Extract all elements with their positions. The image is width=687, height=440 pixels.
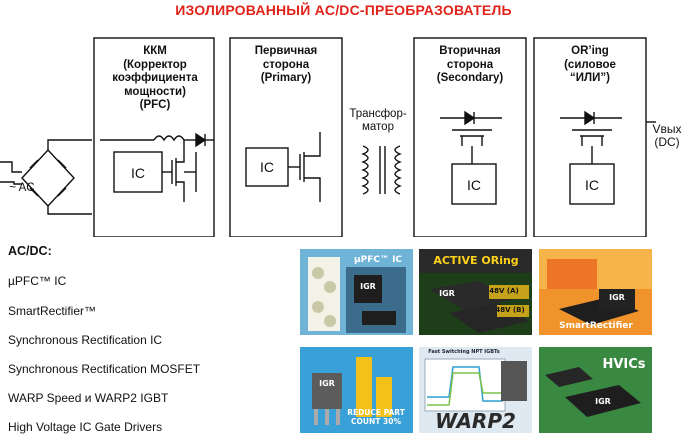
secondary-block-title: Вторичная сторона (Secondary)	[436, 45, 504, 84]
list-title: AC/DC:	[8, 244, 52, 258]
tile-hvics-logo: IGR	[595, 397, 611, 406]
pfc-ic-label: IC	[131, 165, 145, 181]
transformer-label: Трансфор- матор	[349, 108, 407, 133]
primary-block-title: Первичная сторона (Primary)	[254, 45, 318, 84]
circuit-diagram	[0, 37, 656, 237]
tile-48vb-label: 48V (B)	[495, 306, 525, 314]
oring-block-title: OR’ing (силовое “ИЛИ”)	[564, 45, 616, 84]
tile-oring-logo: IGR	[439, 289, 455, 298]
tile-upfc-logo: IGR	[360, 282, 376, 291]
page-title: ИЗОЛИРОВАННЫЙ AC/DC-ПРЕОБРАЗОВАТЕЛЬ	[175, 2, 512, 18]
tile-upfc-caption: µPFC™ IC	[353, 255, 403, 265]
tile-smartrectifier-image: IGR SmartRectifier	[539, 249, 652, 335]
tile-48va-label: 48V (A)	[489, 287, 519, 295]
tile-smartrectifier-logo: IGR	[609, 293, 625, 302]
tile-reduce-logo: IGR	[319, 379, 335, 388]
tile-active-oring-image: ACTIVE ORing 48V (A) 48V (B) IGR	[419, 249, 532, 335]
ac-label: ~ AC	[9, 182, 35, 194]
product-smartrectifier: SmartRectifier™	[8, 304, 97, 318]
product-sync-rect-ic: Synchronous Rectification IC	[8, 333, 163, 347]
tile-active-oring-caption: ACTIVE ORing	[433, 254, 519, 267]
product-upfc: µPFC™ IC	[8, 274, 67, 288]
tile-reduce-caption: REDUCE PART COUNT 30%	[347, 408, 405, 426]
tile-warp2-logo: WARP2	[435, 409, 516, 433]
primary-ic-label: IC	[260, 159, 274, 175]
product-hv-gate-drivers: High Voltage IC Gate Drivers	[8, 420, 163, 434]
tile-warp-caption: Fast Switching NPT IGBTs	[428, 349, 500, 355]
tile-reduce-image: IGR REDUCE PART COUNT 30%	[300, 347, 413, 433]
tile-upfc-image: µPFC™ IC IGR	[300, 249, 413, 335]
tile-hvics-image: HVICs IGR	[539, 347, 652, 433]
tile-smartrectifier-caption: SmartRectifier	[559, 321, 633, 331]
product-sync-rect-mosfet: Synchronous Rectification MOSFET	[8, 362, 201, 376]
product-warp-igbt: WARP Speed и WARP2 IGBT	[8, 391, 169, 405]
secondary-ic-label: IC	[467, 177, 481, 193]
vout-label: Vвых (DC)	[652, 122, 682, 149]
oring-ic-label: IC	[585, 177, 599, 193]
tile-hvics-caption: HVICs	[602, 357, 646, 372]
tile-warp2-image: Fast Switching NPT IGBTs WARP2	[419, 347, 532, 433]
pfc-block-title: ККМ (Корректор коэффициента мощности) (P…	[112, 45, 198, 111]
